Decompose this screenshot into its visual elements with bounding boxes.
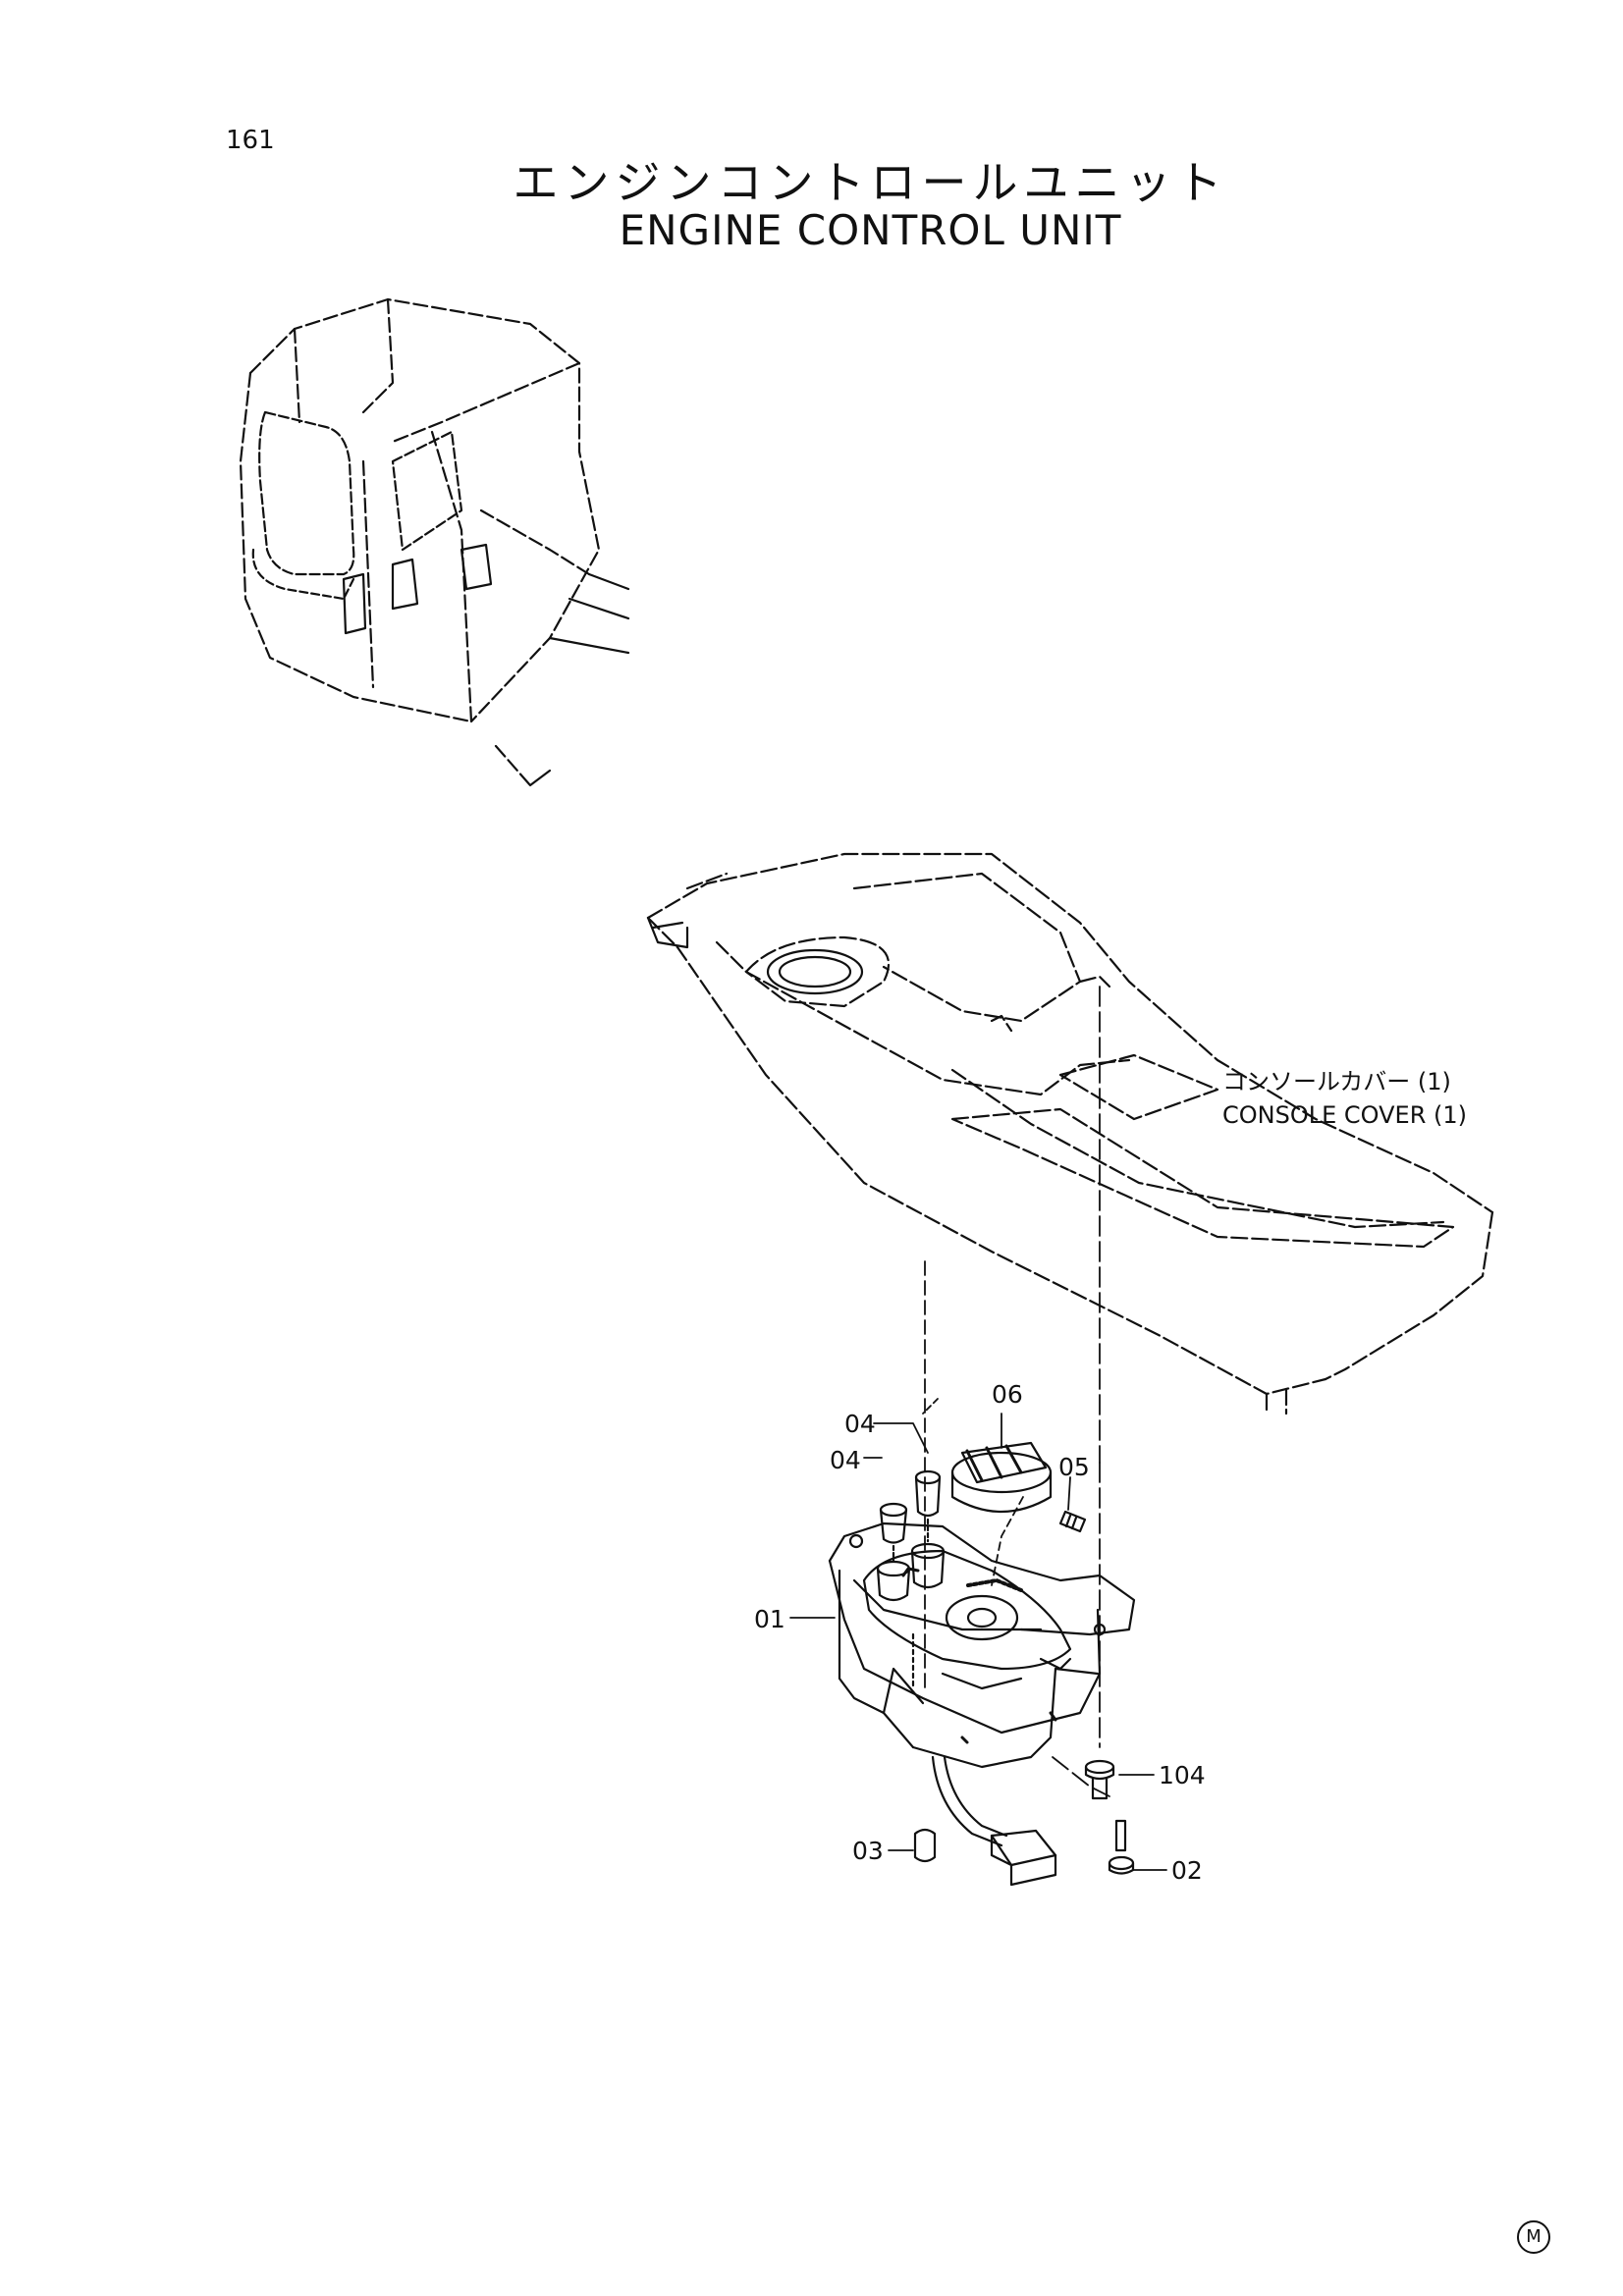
callout-leads [789,1413,1167,1871]
push-button-left [876,1502,911,1602]
set-screw [1058,1510,1087,1533]
title-english: ENGINE CONTROL UNIT [619,206,1122,254]
title-japanese: エンジンコントロールユニット [513,156,1228,209]
bulb-03 [913,1828,937,1863]
callout-04-lower: 04 [830,1446,861,1474]
cab-lines-solid [251,410,630,787]
callout-03: 03 [852,1837,884,1865]
bolt-104 [1084,1759,1115,1800]
screw-02 [1108,1819,1135,1875]
callout-05: 05 [1058,1453,1090,1481]
console-cover-label-jp: コンソールカバー (1) [1222,1068,1451,1095]
callout-02: 02 [1171,1856,1203,1885]
callout-04-upper: 04 [844,1410,876,1438]
page-number: 161 [226,126,275,155]
console-cover-details [646,916,864,995]
cab-overview [239,297,601,787]
callout-104: 104 [1159,1761,1206,1789]
wire-harness [931,1755,1057,1887]
console-cover [646,852,1494,1415]
callout-01: 01 [754,1605,785,1633]
console-cover-label: コンソールカバー (1) CONSOLE COVER (1) [1222,1065,1467,1132]
push-button-right [910,1469,946,1589]
callout-06: 06 [992,1380,1023,1409]
leader-lines [922,986,1110,1797]
console-cover-label-en: CONSOLE COVER (1) [1222,1101,1467,1129]
corner-mark: M [1517,2220,1550,2254]
engine-control-unit [828,1522,1136,1769]
control-knob [950,1441,1053,1513]
